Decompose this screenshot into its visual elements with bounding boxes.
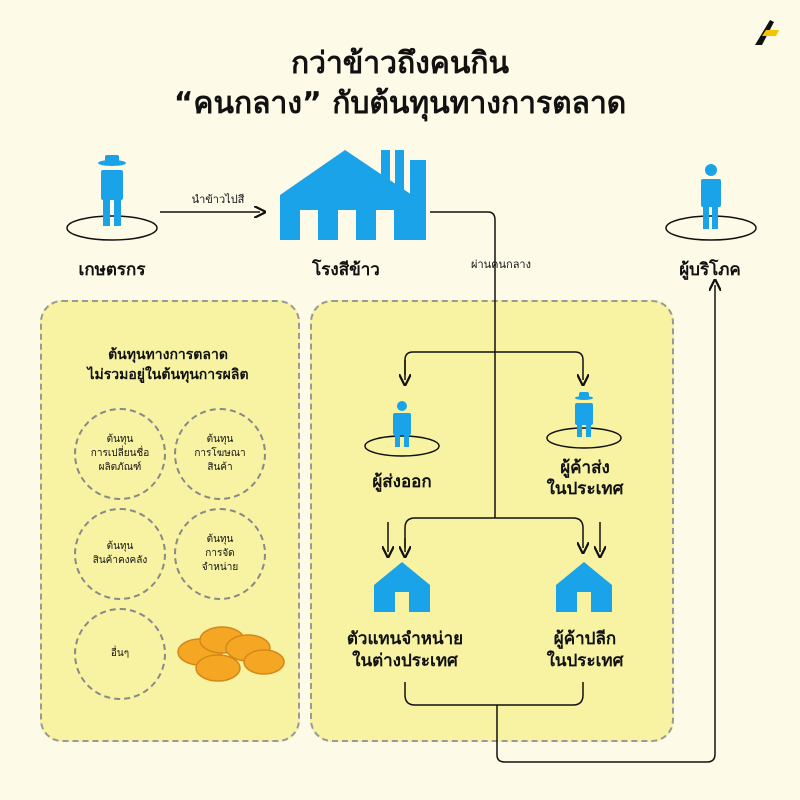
edge-via-middlemen-label: ผ่านคนกลาง xyxy=(471,258,531,271)
consumer-icon xyxy=(701,164,721,229)
cost-panel-title: ต้นทุนทางการตลาด ไม่รวมอยู่ในต้นทุนการผล… xyxy=(87,347,249,383)
farmer-label: เกษตรกร xyxy=(78,260,146,280)
cost-item: อื่นๆ xyxy=(74,608,166,700)
title-line-1: กว่าข้าวถึงคนกิน xyxy=(290,46,510,81)
domestic-retailer-house-icon xyxy=(556,562,612,612)
foreign-distributor-label: ตัวแทนจำหน่าย ในต่างประเทศ xyxy=(346,629,464,671)
cost-item: ต้นทุน การโฆษณา สินค้า xyxy=(174,408,266,500)
cost-item: ต้นทุน การเปลี่ยนชื่อ ผลิตภัณฑ์ xyxy=(74,408,166,500)
cost-item: ต้นทุน สินค้าคงคลัง xyxy=(74,508,166,600)
wholesaler-icon xyxy=(575,392,593,437)
cost-item: ต้นทุน การจัด จำหน่าย xyxy=(174,508,266,600)
exporter-icon xyxy=(393,401,411,447)
farmer-icon xyxy=(98,155,126,226)
edge-to-mill-label: นำข้าวไปสี xyxy=(191,193,245,206)
foreign-distributor-house-icon xyxy=(374,562,430,612)
coins-icon xyxy=(177,626,285,682)
domestic-dealer-label: ผู้ค้าส่ง ในประเทศ xyxy=(546,458,624,499)
exporter-label: ผู้ส่งออก xyxy=(372,472,432,492)
middlemen-panel xyxy=(310,300,674,742)
mill-icon xyxy=(280,150,426,240)
consumer-label: ผู้บริโภค xyxy=(679,260,741,280)
title-line-2: “คนกลาง” กับต้นทุนทางการตลาด xyxy=(173,86,627,121)
mill-label: โรงสีข้าว xyxy=(312,260,380,280)
domestic-retailer-label: ผู้ค้าปลีก ในประเทศ xyxy=(546,629,624,671)
